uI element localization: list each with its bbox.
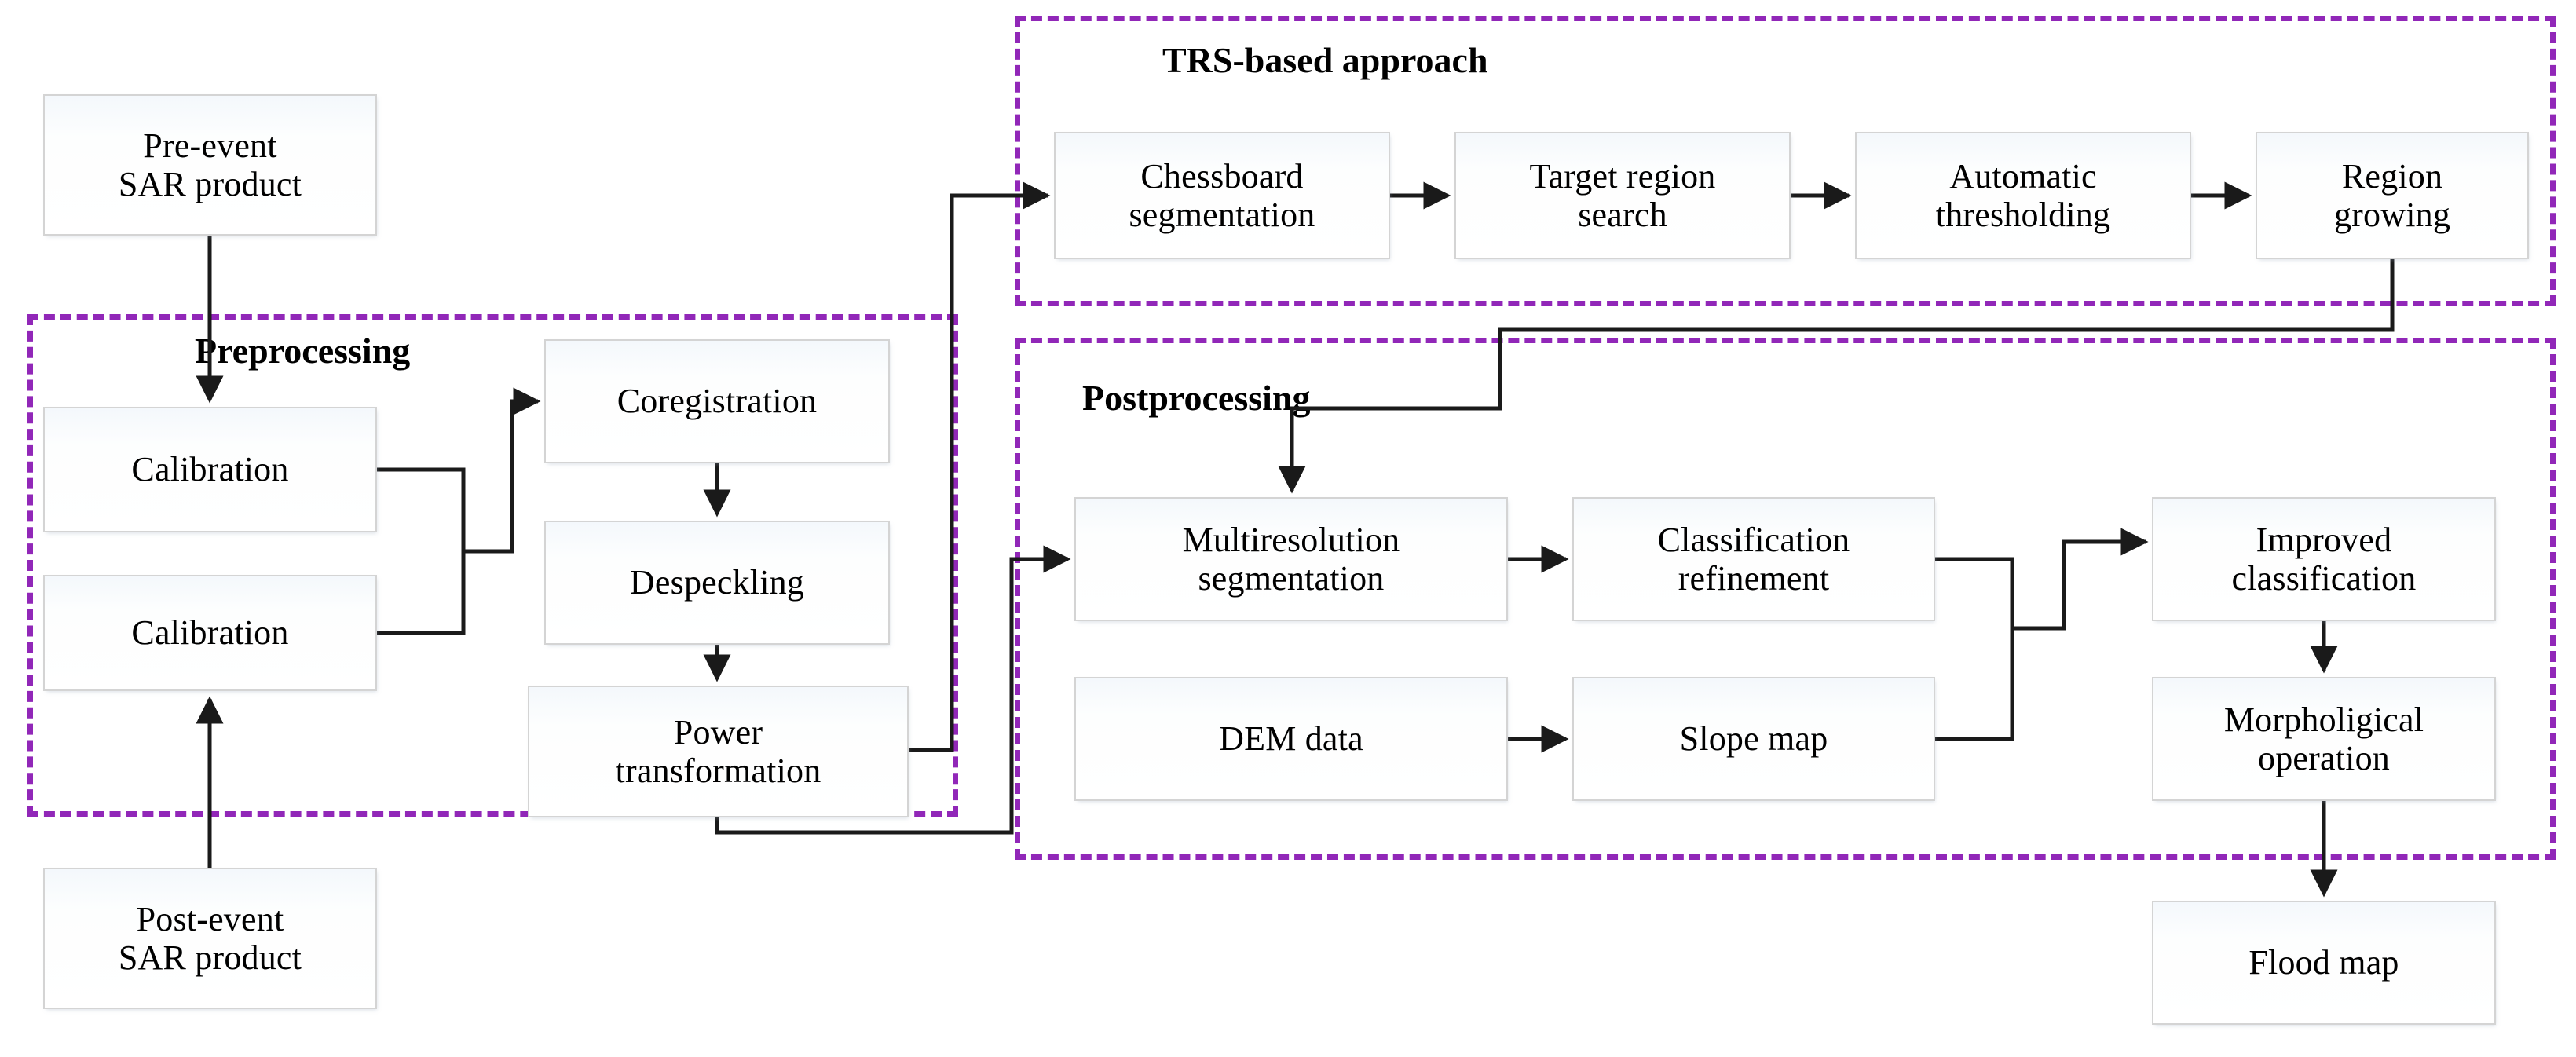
- node-target-region-search[interactable]: Target region search: [1454, 132, 1791, 259]
- group-label-trs-based-approach: TRS-based approach: [1162, 40, 1488, 80]
- group-label-postprocessing: Postprocessing: [1082, 378, 1311, 418]
- node-automatic-thresholding[interactable]: Automatic thresholding: [1855, 132, 2191, 259]
- node-post-event-sar-product[interactable]: Post-event SAR product: [43, 868, 377, 1009]
- node-region-growing[interactable]: Region growing: [2256, 132, 2529, 259]
- node-classification-refinement[interactable]: Classification refinement: [1572, 497, 1935, 621]
- node-chessboard-segmentation[interactable]: Chessboard segmentation: [1054, 132, 1390, 259]
- node-pre-event-sar-product[interactable]: Pre-event SAR product: [43, 94, 377, 236]
- node-calibration-pre-event[interactable]: Calibration: [43, 407, 377, 532]
- node-multiresolution-segmentation[interactable]: Multiresolution segmentation: [1074, 497, 1508, 621]
- node-flood-map[interactable]: Flood map: [2152, 901, 2496, 1025]
- group-label-preprocessing: Preprocessing: [195, 331, 411, 371]
- node-despeckling[interactable]: Despeckling: [544, 521, 890, 645]
- node-power-transformation[interactable]: Power transformation: [528, 686, 909, 817]
- node-dem-data[interactable]: DEM data: [1074, 677, 1508, 801]
- node-improved-classification[interactable]: Improved classification: [2152, 497, 2496, 621]
- node-calibration-post-event[interactable]: Calibration: [43, 575, 377, 691]
- node-morphological-operation[interactable]: Morpholigical operation: [2152, 677, 2496, 801]
- node-slope-map[interactable]: Slope map: [1572, 677, 1935, 801]
- node-coregistration[interactable]: Coregistration: [544, 339, 890, 463]
